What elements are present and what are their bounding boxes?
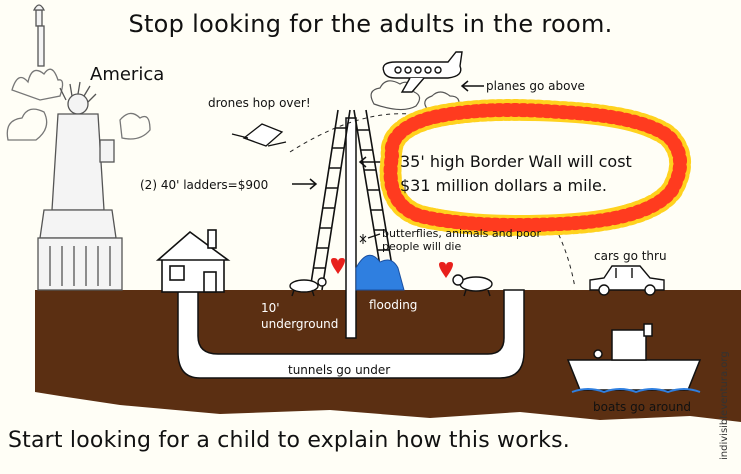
america-label: America xyxy=(90,64,165,85)
butterflies-label: butterflies, animals and poor people wil… xyxy=(382,227,542,253)
website-credit: indivisibleventura.org xyxy=(719,351,730,460)
flooding-label: flooding xyxy=(369,298,418,312)
airplane-icon xyxy=(382,51,463,93)
border-wall-post xyxy=(345,117,357,339)
cars-label: cars go thru xyxy=(594,249,667,263)
arrow-icon-butterflies xyxy=(367,233,381,239)
glow-burst xyxy=(379,99,691,236)
page-title: Stop looking for the adults in the room. xyxy=(128,10,613,38)
tunnels-label: tunnels go under xyxy=(288,363,391,377)
drone-icon xyxy=(231,123,287,147)
ladders-label: (2) 40' ladders=$900 xyxy=(140,178,269,192)
bottom-caption: Start looking for a child to explain how… xyxy=(8,428,570,453)
underground-label: 10' underground xyxy=(261,301,339,331)
boat-icon xyxy=(566,323,702,394)
heart-icon-right xyxy=(439,262,453,278)
tunnel xyxy=(177,289,525,379)
statue-of-liberty-icon xyxy=(6,4,151,291)
butterfly-icon xyxy=(359,234,367,244)
water xyxy=(355,254,405,291)
heart-icon-left xyxy=(331,258,345,274)
house-icon xyxy=(155,229,231,293)
wall-cost-line-1: 35' high Border Wall will cost xyxy=(400,152,632,171)
animal-icon-left xyxy=(289,277,327,297)
planes-label: planes go above xyxy=(486,79,585,93)
boats-label: boats go around xyxy=(593,400,692,414)
animal-icon-right xyxy=(452,274,493,297)
arrow-icon-planes xyxy=(460,80,484,92)
car-icon xyxy=(589,265,665,296)
ladder-icon-left xyxy=(309,109,351,291)
arrow-icon-ladders xyxy=(292,178,318,190)
wall-cost-line-2: $31 million dollars a mile. xyxy=(400,176,607,195)
drones-label: drones hop over! xyxy=(208,96,311,110)
